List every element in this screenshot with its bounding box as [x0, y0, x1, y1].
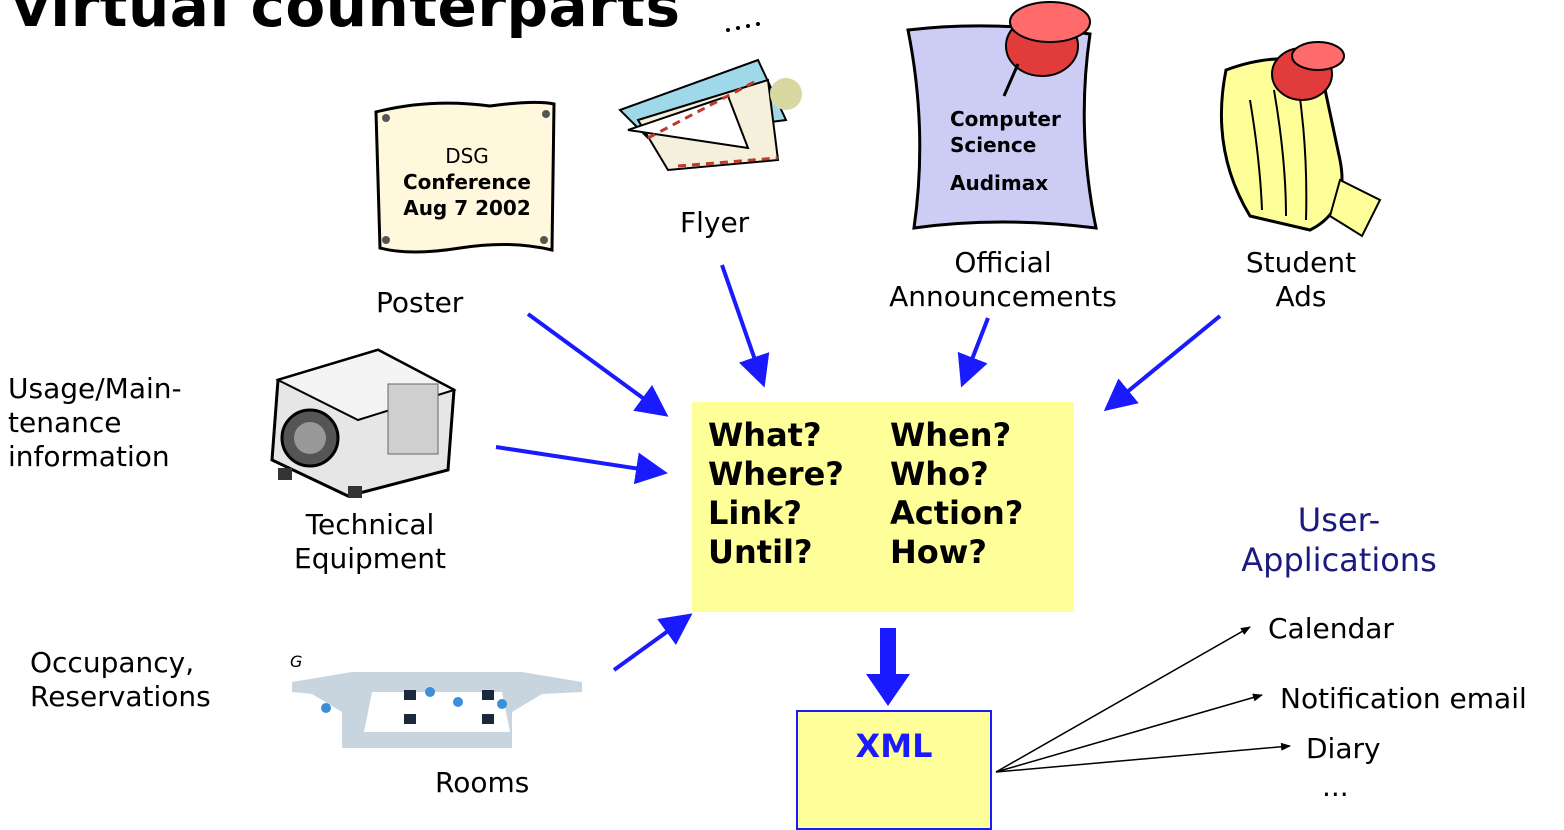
equipment-side-text: Usage/Main- tenance information: [8, 372, 182, 474]
question-row: What? When?: [708, 416, 1023, 455]
student-label-line2: Ads: [1275, 280, 1327, 313]
user-apps-title-line1: User-: [1297, 501, 1381, 539]
equipment-label: Technical Equipment: [270, 508, 470, 576]
student-ads-illustration: [1190, 40, 1390, 240]
equipment-side-line2: tenance: [8, 406, 122, 439]
app-notification-email: Notification email: [1280, 682, 1527, 715]
poster-line-conference: Conference: [402, 170, 531, 194]
arrow-student: [1103, 314, 1222, 412]
official-illustration: [900, 0, 1110, 240]
arrow-official: [957, 317, 990, 388]
official-line-science: Science: [950, 133, 1037, 157]
poster-label: Poster: [376, 286, 464, 319]
poster-line-dsg: DSG: [445, 144, 489, 168]
xml-label: XML: [855, 727, 933, 765]
torn-note-icon: [1219, 41, 1382, 238]
student-label-line1: Student: [1245, 246, 1357, 279]
rooms-side-line2: Reservations: [30, 680, 211, 713]
rooms-side-text: Occupancy, Reservations: [30, 646, 211, 714]
poster-illustration: [370, 90, 560, 265]
floor-plan-icon: [292, 672, 582, 748]
question-row: Where? Who?: [708, 455, 1023, 494]
question-where: Where?: [708, 455, 844, 493]
official-line-audimax: Audimax: [950, 171, 1049, 195]
app-diary: Diary: [1306, 732, 1381, 765]
arrows-layer: [495, 264, 1291, 773]
question-until: Until?: [708, 533, 813, 571]
poster-content: DSG Conference Aug 7 2002: [382, 143, 552, 221]
arrow-calendar: [995, 626, 1251, 773]
question-what: What?: [708, 416, 822, 454]
arrow-poster: [526, 312, 669, 417]
rooms-side-line1: Occupancy,: [30, 646, 195, 679]
question-who: Who?: [890, 455, 989, 493]
arrow-notification: [995, 693, 1263, 773]
projector-icon: [270, 348, 457, 498]
slide-title: virtual counterparts: [12, 0, 681, 40]
official-content: Computer Science Audimax: [950, 106, 1061, 196]
official-label-line2: Announcements: [889, 280, 1117, 313]
equipment-label-line2: Equipment: [294, 542, 446, 575]
arrow-to-xml-head: [866, 674, 910, 706]
flyer-illustration: [608, 20, 818, 200]
official-label: Official Announcements: [878, 246, 1128, 314]
floor-plan-illustration: [282, 662, 592, 762]
map-letter: G: [290, 652, 303, 671]
paper-plane-icon: [618, 22, 802, 172]
official-label-line1: Official: [954, 246, 1052, 279]
poster-line-date: Aug 7 2002: [403, 196, 531, 220]
rooms-label: Rooms: [435, 766, 530, 799]
question-how: How?: [890, 533, 987, 571]
questions-box: [692, 402, 1074, 612]
poster-icon: [374, 100, 556, 254]
student-label: Student Ads: [1226, 246, 1376, 314]
arrow-flyer: [720, 264, 770, 388]
arrow-rooms: [612, 613, 693, 672]
user-apps-title: User- Applications: [1224, 500, 1454, 580]
question-when: When?: [890, 416, 1012, 454]
app-more: ...: [1322, 770, 1349, 803]
equipment-label-line1: Technical: [305, 508, 435, 541]
equipment-side-line3: information: [8, 440, 170, 473]
question-link: Link?: [708, 494, 802, 532]
official-line-computer: Computer: [950, 107, 1061, 131]
projector-illustration: [258, 340, 458, 500]
arrow-diary: [995, 742, 1291, 773]
question-row: Link? Action?: [708, 494, 1023, 533]
arrow-equipment: [495, 445, 668, 485]
question-row: Until? How?: [708, 533, 1023, 572]
user-apps-title-line2: Applications: [1241, 541, 1437, 579]
equipment-side-line1: Usage/Main-: [8, 372, 182, 405]
arrow-to-xml-shaft: [880, 628, 896, 676]
questions-grid: What? When? Where? Who? Link? Action? Un…: [708, 416, 1023, 572]
question-action: Action?: [890, 494, 1024, 532]
flyer-label: Flyer: [680, 206, 750, 239]
pinned-notice-icon: [906, 1, 1098, 230]
app-calendar: Calendar: [1268, 612, 1394, 645]
